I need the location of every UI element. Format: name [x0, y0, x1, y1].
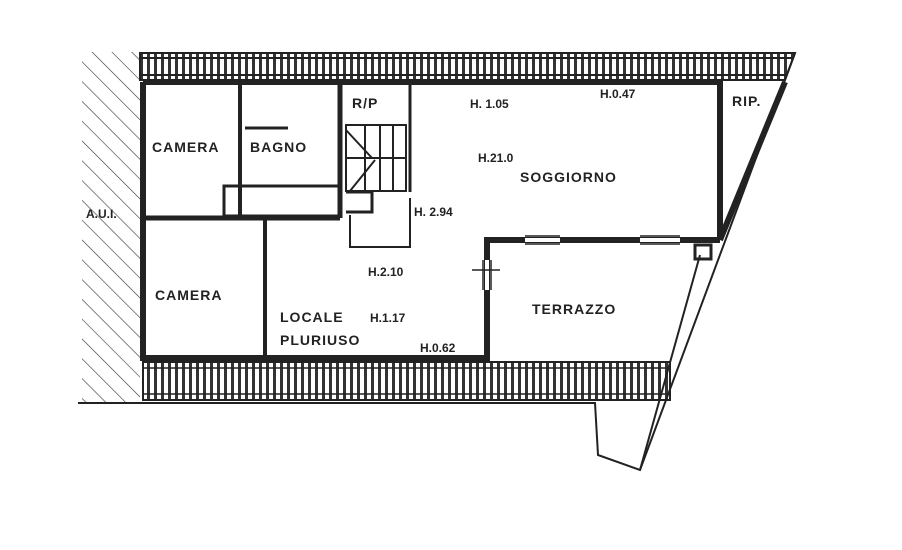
height-label-117: H.1.17 — [370, 311, 406, 325]
height-label-210-soggiorno: H.21.0 — [478, 151, 514, 165]
hatched-wall — [82, 52, 140, 402]
chimney — [693, 243, 713, 261]
room-label-bagno: BAGNO — [250, 139, 307, 155]
height-label-210-locale: H.2.10 — [368, 265, 404, 279]
walls — [140, 79, 788, 361]
room-label-camera-2: CAMERA — [155, 287, 222, 303]
label-aui: A.U.I. — [86, 207, 117, 221]
roof-band-top — [139, 52, 797, 81]
staircase — [345, 124, 411, 248]
room-label-pluriuso: PLURIUSO — [280, 332, 360, 348]
window-marks — [472, 235, 680, 290]
room-label-camera-1: CAMERA — [152, 139, 219, 155]
room-label-soggiorno: SOGGIORNO — [520, 169, 617, 185]
room-label-rip-2: RIP. — [732, 93, 761, 109]
height-label-294: H. 2.94 — [414, 205, 453, 219]
height-label-062: H.0.62 — [420, 341, 456, 355]
height-label-047: H.0.47 — [600, 87, 636, 101]
room-label-rip-1: R/P — [352, 95, 378, 111]
roof-band-bottom — [142, 361, 671, 401]
room-label-locale: LOCALE — [280, 309, 344, 325]
room-label-terrazzo: TERRAZZO — [532, 301, 616, 317]
windows — [485, 238, 680, 290]
site-outline — [78, 52, 796, 472]
height-label-105: H. 1.05 — [470, 97, 509, 111]
